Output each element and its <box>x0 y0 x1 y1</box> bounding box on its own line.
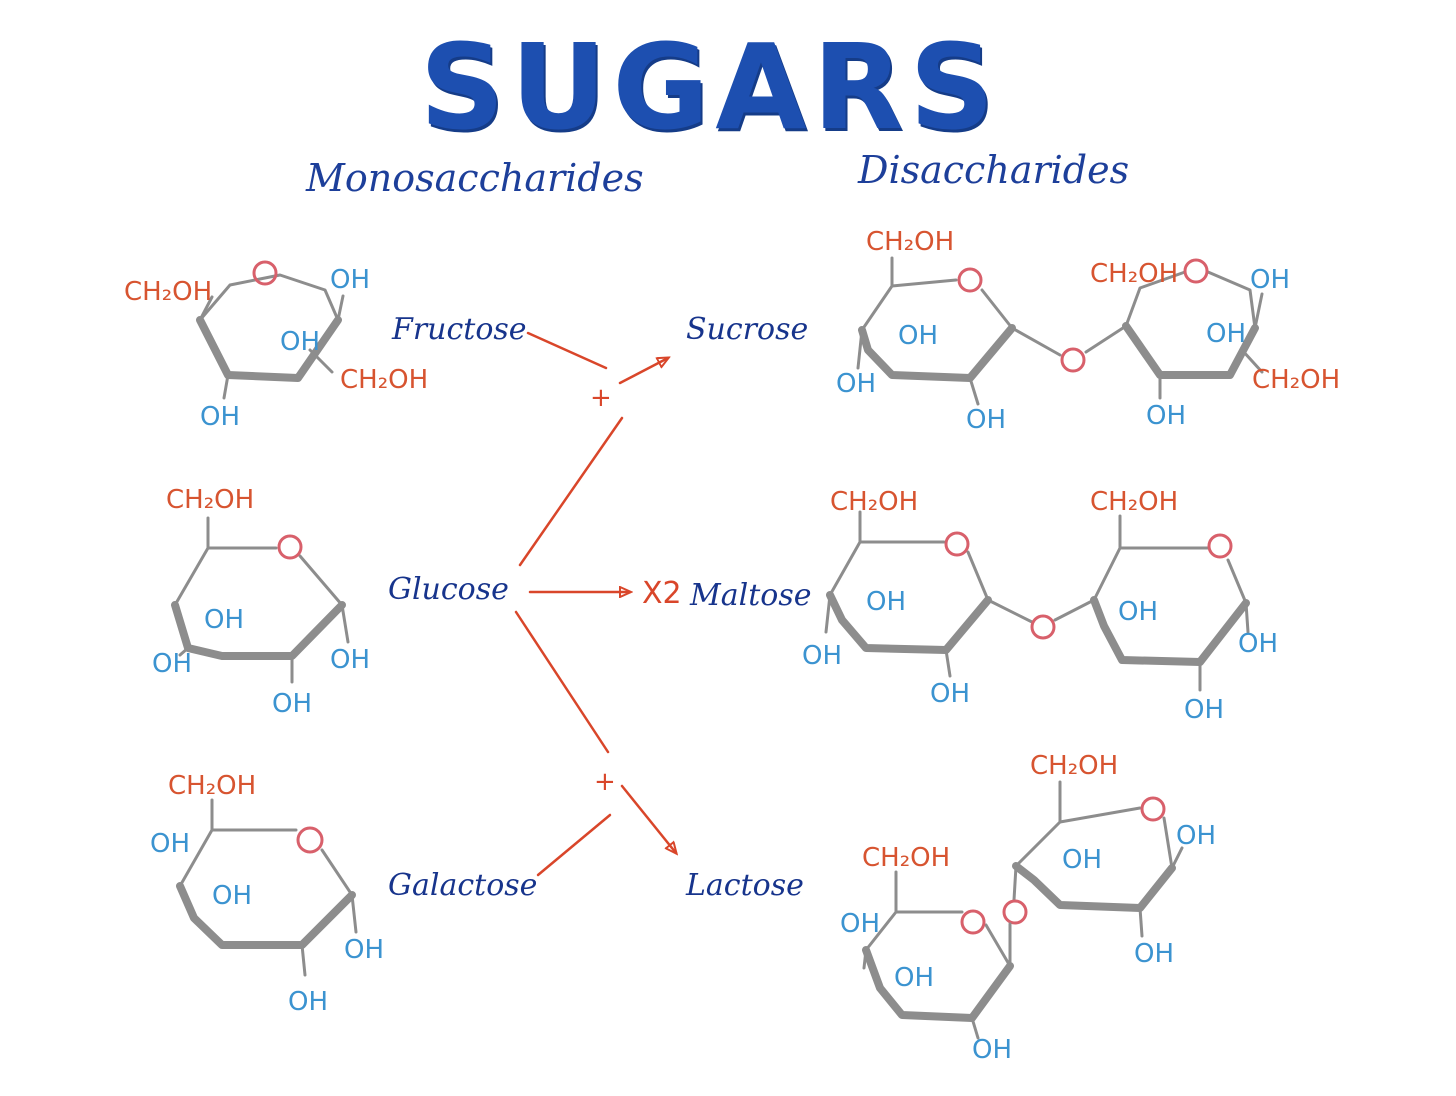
ring-oxygen <box>1207 533 1233 559</box>
plus-sign-sucrose: + <box>590 383 612 413</box>
arrow-to-sucrose <box>618 358 668 385</box>
ch2oh-label: CH₂OH <box>1030 751 1118 781</box>
ring-oxygen <box>944 531 970 557</box>
ch2oh-label: CH₂OH <box>124 277 212 307</box>
oh-label: OH <box>1176 821 1216 851</box>
ring-oxygen <box>296 826 324 854</box>
ring-oxygen <box>277 534 303 560</box>
arrow-glucose-to-sucrose <box>518 416 624 567</box>
ch2oh-label: CH₂OH <box>1090 259 1178 289</box>
oh-label: OH <box>150 829 190 859</box>
arrow-galactose-in <box>536 813 612 877</box>
oh-label: OH <box>1134 939 1174 969</box>
arrow-fructose-in <box>526 331 608 370</box>
oh-label: OH <box>840 909 880 939</box>
arrow-to-lactose <box>620 784 676 853</box>
multiplier-x2: X2 <box>642 576 682 611</box>
oh-label: OH <box>1238 629 1278 659</box>
plus-sign-lactose: + <box>594 767 616 797</box>
oh-label: OH <box>802 641 842 671</box>
ring-oxygen <box>252 260 278 286</box>
oh-label: OH <box>966 405 1006 435</box>
oh-label: OH <box>272 689 312 719</box>
oh-label: OH <box>288 987 328 1017</box>
glucose-structure: CH₂OH OH OH OH OH <box>152 485 370 719</box>
oh-label: OH <box>866 587 906 617</box>
ch2oh-label: CH₂OH <box>862 843 950 873</box>
oh-label: OH <box>1206 319 1246 349</box>
oh-label: OH <box>330 265 370 295</box>
oh-label: OH <box>200 402 240 432</box>
oh-label: OH <box>1118 597 1158 627</box>
oh-label: OH <box>152 649 192 679</box>
oh-label: OH <box>930 679 970 709</box>
maltose-structure: CH₂OH OH OH OH CH₂OH OH OH OH <box>802 487 1278 725</box>
ch2oh-label: CH₂OH <box>1090 487 1178 517</box>
glycosidic-oxygen <box>1060 347 1086 373</box>
oh-label: OH <box>894 963 934 993</box>
label-glucose: Glucose <box>388 572 509 607</box>
ch2oh-label: CH₂OH <box>168 771 256 801</box>
ring-oxygen <box>960 909 986 935</box>
ring-oxygen <box>1140 796 1166 822</box>
ch2oh-label: CH₂OH <box>340 365 428 395</box>
fructose-structure: CH₂OH OH OH CH₂OH OH <box>124 260 428 432</box>
label-fructose: Fructose <box>392 312 527 347</box>
oh-label: OH <box>1184 695 1224 725</box>
oh-label: OH <box>212 881 252 911</box>
oh-label: OH <box>1146 401 1186 431</box>
oh-label: OH <box>1250 265 1290 295</box>
glycosidic-oxygen <box>1002 899 1028 925</box>
header-monosaccharides: Monosaccharides <box>306 156 644 200</box>
label-lactose: Lactose <box>686 868 804 903</box>
reaction-arrows: + + <box>514 331 676 877</box>
oh-label: OH <box>1062 845 1102 875</box>
ring-oxygen <box>1183 258 1209 284</box>
ch2oh-label: CH₂OH <box>1252 365 1340 395</box>
label-galactose: Galactose <box>388 868 538 903</box>
sucrose-structure: CH₂OH OH OH OH CH₂OH OH OH CH₂OH OH <box>836 227 1340 435</box>
arrow-glucose-to-lactose <box>514 610 610 754</box>
lactose-structure: CH₂OH OH OH OH CH₂OH OH OH OH <box>840 751 1216 1065</box>
oh-label: OH <box>898 321 938 351</box>
oh-label: OH <box>204 605 244 635</box>
oh-label: OH <box>344 935 384 965</box>
ch2oh-label: CH₂OH <box>830 487 918 517</box>
header-disaccharides: Disaccharides <box>858 148 1130 192</box>
oh-label: OH <box>836 369 876 399</box>
oh-label: OH <box>330 645 370 675</box>
label-sucrose: Sucrose <box>686 312 809 347</box>
label-maltose: Maltose <box>690 578 812 613</box>
ring-oxygen <box>957 267 983 293</box>
glycosidic-oxygen <box>1030 614 1056 640</box>
oh-label: OH <box>972 1035 1012 1065</box>
ch2oh-label: CH₂OH <box>866 227 954 257</box>
oh-label: OH <box>280 327 320 357</box>
title: SUGARS <box>419 18 1001 156</box>
galactose-structure: CH₂OH OH OH OH OH <box>150 771 384 1017</box>
ch2oh-label: CH₂OH <box>166 485 254 515</box>
